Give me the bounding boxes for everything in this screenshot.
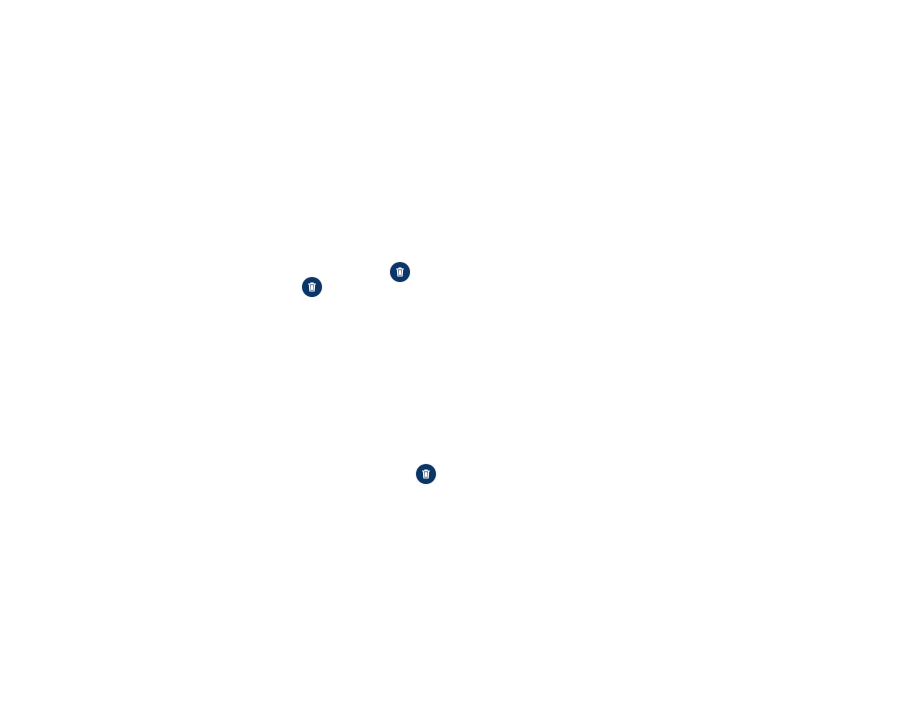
trash-icon <box>306 281 318 293</box>
trash-icon <box>420 468 432 480</box>
delete-marker-button[interactable] <box>390 262 410 282</box>
delete-marker-button[interactable] <box>416 464 436 484</box>
trash-icon <box>394 266 406 278</box>
delete-marker-button[interactable] <box>302 277 322 297</box>
